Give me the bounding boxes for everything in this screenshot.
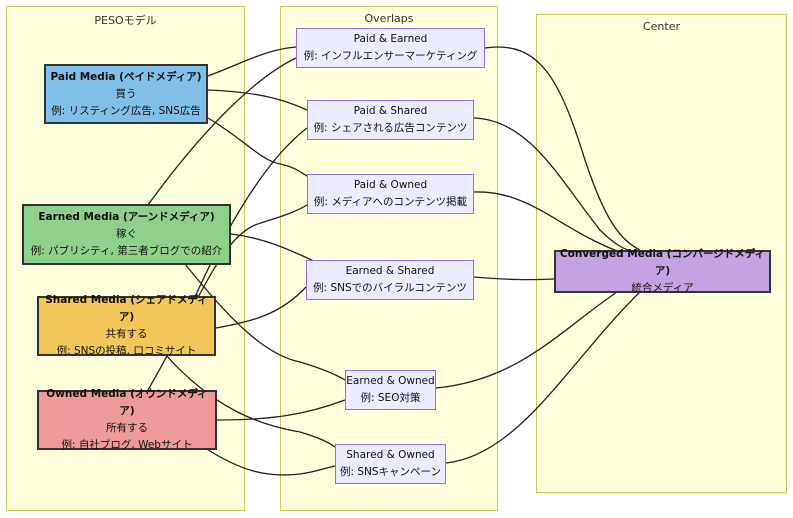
edge-owned-to-shared-owned [204, 447, 336, 476]
owned-media-verb: 所有する [106, 422, 148, 434]
edge-shared-owned-to-center [445, 291, 641, 464]
converged-media-title: Converged Media (コンバージドメディア) [559, 248, 766, 277]
earned-media-verb: 稼ぐ [116, 228, 137, 240]
edge-paid-to-paid-owned [207, 117, 308, 177]
converged-media-subtitle: 統合メディア [631, 282, 694, 294]
paid-shared-example: 例: シェアされる広告コンテンツ [313, 122, 468, 134]
owned-media-title: Owned Media (オウンドメディア) [46, 388, 208, 417]
shared-media-node[interactable]: Shared Media (シェアドメディア) 共有する 例: SNSの投稿, … [37, 294, 216, 357]
earned-owned-example: 例: SEO対策 [360, 392, 421, 404]
overlaps-cluster-title: Overlaps [364, 12, 414, 25]
edge-shared-to-shared-owned [164, 353, 336, 448]
edge-paid-to-paid-shared [207, 89, 308, 111]
earned-shared-node[interactable]: Earned & Shared 例: SNSでのバイラルコンテンツ [306, 260, 474, 300]
paid-shared-node[interactable]: Paid & Shared 例: シェアされる広告コンテンツ [307, 100, 474, 140]
earned-owned-title: Earned & Owned [346, 375, 435, 387]
edge-paid-earned-to-center [484, 46, 641, 251]
paid-owned-title: Paid & Owned [353, 179, 428, 191]
paid-owned-example: 例: メディアへのコンテンツ掲載 [313, 196, 468, 208]
paid-media-title: Paid Media (ペイドメディア) [50, 70, 202, 83]
edge-earned-shared-to-center [473, 276, 555, 281]
edge-earned-owned-to-center [435, 289, 621, 389]
shared-owned-node[interactable]: Shared & Owned 例: SNSキャンペーン [335, 444, 446, 484]
edge-earned-to-earned-shared [230, 233, 317, 263]
earned-shared-title: Earned & Shared [345, 265, 435, 277]
edge-earned-to-paid-earned [147, 57, 297, 206]
earned-shared-example: 例: SNSでのバイラルコンテンツ [313, 282, 467, 294]
paid-shared-title: Paid & Shared [353, 105, 428, 117]
earned-media-example: 例: パブリシティ, 第三者ブログでの紹介 [30, 245, 223, 257]
owned-media-example: 例: 自社ブログ, Webサイト [61, 439, 193, 451]
edge-paid-owned-to-center [473, 191, 621, 253]
peso-cluster-title: PESOモデル [94, 14, 157, 27]
edge-paid-shared-to-center [473, 117, 636, 253]
earned-owned-node[interactable]: Earned & Owned 例: SEO対策 [345, 370, 436, 410]
shared-media-example: 例: SNSの投稿, 口コミサイト [56, 345, 197, 357]
paid-media-verb: 買う [115, 87, 137, 100]
paid-earned-example: 例: インフルエンサーマーケティング [303, 50, 478, 62]
edge-owned-to-earned-owned [216, 399, 346, 421]
edge-earned-to-earned-owned [184, 263, 346, 381]
earned-media-title: Earned Media (アーンドメディア) [38, 211, 215, 223]
paid-earned-node[interactable]: Paid & Earned 例: インフルエンサーマーケティング [296, 28, 485, 68]
shared-media-verb: 共有する [105, 328, 148, 340]
converged-media-node[interactable]: Converged Media (コンバージドメディア) 統合メディア [554, 248, 771, 294]
shared-owned-example: 例: SNSキャンペーン [339, 466, 442, 478]
edge-shared-to-paid-shared [194, 127, 308, 298]
overlaps-cluster: Overlaps [280, 6, 498, 511]
earned-media-node[interactable]: Earned Media (アーンドメディア) 稼ぐ 例: パブリシティ, 第三… [22, 204, 231, 265]
shared-media-title: Shared Media (シェアドメディア) [45, 294, 208, 323]
paid-media-node[interactable]: Paid Media (ペイドメディア) 買う 例: リスティング広告, SNS… [44, 64, 208, 124]
center-cluster-title: Center [642, 20, 681, 33]
paid-owned-node[interactable]: Paid & Owned 例: メディアへのコンテンツ掲載 [307, 174, 474, 214]
shared-owned-title: Shared & Owned [346, 449, 435, 461]
edge-shared-to-earned-shared [215, 286, 307, 329]
paid-earned-title: Paid & Earned [353, 33, 428, 45]
owned-media-node[interactable]: Owned Media (オウンドメディア) 所有する 例: 自社ブログ, We… [37, 388, 217, 451]
paid-media-example: 例: リスティング広告, SNS広告 [51, 104, 201, 117]
edge-paid-to-paid-earned [207, 46, 297, 77]
